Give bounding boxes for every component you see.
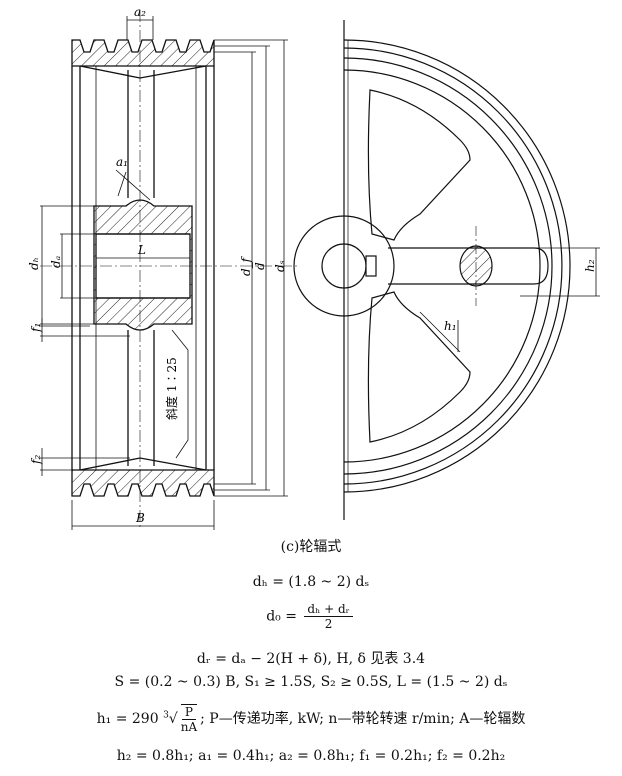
formula-h1-fraction: P nA	[180, 704, 198, 734]
formula-d0-fraction: dₕ + dᵣ 2	[304, 602, 353, 631]
label-L: L	[137, 243, 146, 257]
section-view	[40, 10, 300, 530]
top-rim-section	[71, 39, 215, 67]
label-a1: a₁	[116, 155, 128, 169]
formula-h1-root-index: 3	[163, 710, 169, 721]
radical-icon: √	[168, 711, 178, 727]
figure-caption: (c)轮辐式	[280, 539, 342, 555]
label-dh: dₕ	[27, 257, 41, 270]
formula-h1-lhs: h₁ = 290	[96, 711, 159, 727]
bottom-rim-section	[71, 469, 215, 497]
formula-dr: dᵣ = dₐ − 2(H + δ), H, δ 见表 3.4	[196, 651, 426, 667]
dimensions-left	[40, 16, 288, 530]
formula-h1-numerator: P	[181, 705, 196, 720]
label-ds: dₛ	[273, 260, 287, 272]
formula-h1-denominator: nA	[180, 720, 198, 734]
formula-h2: h₂ = 0.8h₁; a₁ = 0.4h₁; a₂ = 0.8h₁; f₁ =…	[116, 748, 506, 764]
pulley-drawing: a₂ a₁ L dₕ dₐ f₁ f₂ 斜度 1∶25 d_f d dₛ B	[27, 5, 600, 530]
label-B: B	[135, 511, 145, 525]
label-h1: h₁	[444, 319, 457, 333]
formula-d0: d₀ = dₕ + dᵣ 2	[0, 602, 622, 631]
formula-d0-lhs: d₀ =	[266, 608, 297, 625]
formula-h1-rhs: ; P—传递功率, kW; n—带轮转速 r/min; A—轮辐数	[200, 711, 526, 727]
label-f1: f₁	[29, 323, 43, 333]
formula-d0-numerator: dₕ + dᵣ	[304, 602, 353, 617]
formula-dh: dₕ = (1.8 ~ 2) dₛ	[252, 574, 370, 590]
formula-h1: h₁ = 290 3√ P nA ; P—传递功率, kW; n—带轮转速 r/…	[0, 704, 622, 734]
label-taper: 斜度 1∶25	[164, 357, 179, 420]
label-df: d_f	[239, 255, 253, 276]
label-a2: a₂	[134, 5, 146, 19]
label-f2: f₂	[29, 455, 43, 465]
label-da: dₐ	[49, 256, 63, 268]
front-view	[293, 20, 600, 520]
label-d: d	[253, 262, 267, 270]
formula-s: S = (0.2 ~ 0.3) B, S₁ ≥ 1.5S, S₂ ≥ 0.5S,…	[114, 674, 508, 690]
label-h2: h₂	[583, 259, 597, 272]
formula-d0-denominator: 2	[324, 617, 333, 631]
